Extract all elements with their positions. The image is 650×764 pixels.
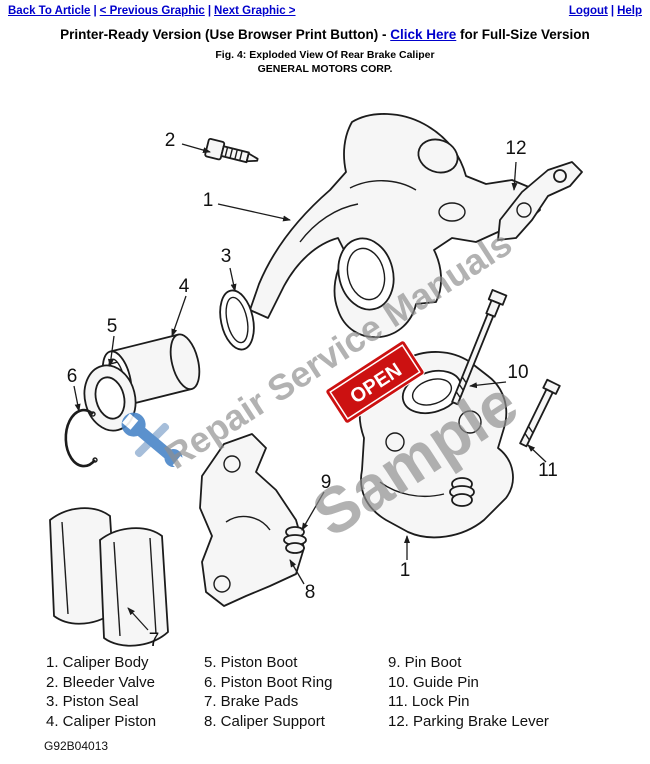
legend-item: 9. Pin Boot — [388, 654, 462, 671]
click-here-link[interactable]: Click Here — [390, 27, 457, 42]
nav-right: Logout|Help — [569, 5, 642, 17]
callout-leader-lines — [73, 143, 547, 631]
legend-column-1: 1. Caliper Body 2. Bleeder Valve 3. Pist… — [46, 653, 204, 731]
figure-part-code: G92B04013 — [44, 739, 109, 753]
nav-separator: | — [610, 5, 615, 17]
legend-item: 12. Parking Brake Lever — [388, 712, 549, 730]
parking-brake-lever-part — [497, 161, 583, 241]
figure-caption: Fig. 4: Exploded View Of Rear Brake Cali… — [215, 49, 435, 61]
exploded-view-diagram: 2 1 12 3 4 5 6 7 8 9 10 11 1 Repair Serv… — [49, 113, 583, 651]
callout-3: 3 — [221, 246, 232, 267]
callout-1: 1 — [203, 190, 214, 211]
bleeder-valve-part — [204, 138, 259, 164]
legend-item: 11. Lock Pin — [388, 693, 470, 710]
callout-11: 11 — [538, 460, 558, 481]
guide-pin-part — [451, 289, 508, 406]
back-to-article-link[interactable]: Back To Article — [8, 5, 91, 17]
callout-2: 2 — [165, 130, 176, 151]
title-suffix: for Full-Size Version — [456, 27, 590, 42]
callout-10: 10 — [507, 362, 528, 383]
legend-item: 10. Guide Pin — [388, 673, 479, 691]
legend: 1. Caliper Body 2. Bleeder Valve 3. Pist… — [46, 653, 549, 731]
legend-item: 7. Brake Pads — [204, 693, 299, 710]
title-prefix: Printer-Ready Version (Use Browser Print… — [60, 27, 391, 42]
next-graphic-link[interactable]: Next Graphic > — [214, 5, 296, 17]
lock-pin-part — [519, 378, 561, 448]
callout-6: 6 — [67, 366, 78, 387]
legend-item: 6. Piston Boot Ring — [204, 673, 333, 691]
piston-seal-part — [219, 289, 255, 351]
caliper-support-part — [199, 433, 305, 607]
legend-item: 5. Piston Boot — [204, 654, 298, 671]
callout-1-support: 1 — [400, 560, 411, 581]
caliper-body-part — [249, 113, 541, 339]
legend-item: 8. Caliper Support — [204, 712, 325, 730]
caliper-support-assembly-part — [358, 351, 514, 539]
brake-pads-part — [49, 507, 169, 647]
callout-4: 4 — [179, 276, 190, 297]
legend-item: 4. Caliper Piston — [46, 712, 157, 730]
callout-8: 8 — [305, 582, 316, 603]
legend-column-2: 5. Piston Boot 6. Piston Boot Ring 7. Br… — [204, 653, 388, 731]
page-title: Printer-Ready Version (Use Browser Print… — [0, 27, 650, 42]
wrench-icon — [121, 412, 188, 471]
callout-7: 7 — [149, 630, 160, 651]
help-link[interactable]: Help — [617, 5, 642, 17]
legend-item: 3. Piston Seal — [46, 693, 139, 710]
pin-boot-part — [283, 526, 307, 554]
nav-separator: | — [93, 5, 97, 17]
callout-9: 9 — [321, 472, 332, 493]
legend-item: 1. Caliper Body — [46, 654, 149, 671]
piston-boot-part — [83, 364, 137, 432]
callout-12: 12 — [505, 138, 526, 159]
nav-left: Back To Article|< Previous Graphic|Next … — [8, 5, 296, 17]
nav-separator: | — [207, 5, 212, 17]
logout-link[interactable]: Logout — [568, 5, 608, 17]
callout-5: 5 — [107, 316, 118, 337]
nav-bar: Back To Article|< Previous Graphic|Next … — [0, 5, 650, 17]
legend-item: 2. Bleeder Valve — [46, 673, 155, 691]
legend-column-3: 9. Pin Boot 10. Guide Pin 11. Lock Pin 1… — [388, 653, 549, 731]
piston-boot-ring-part — [64, 408, 98, 468]
open-stamp-banner — [325, 340, 425, 424]
company-name: GENERAL MOTORS CORP. — [257, 63, 393, 75]
previous-graphic-link[interactable]: < Previous Graphic — [99, 5, 205, 17]
